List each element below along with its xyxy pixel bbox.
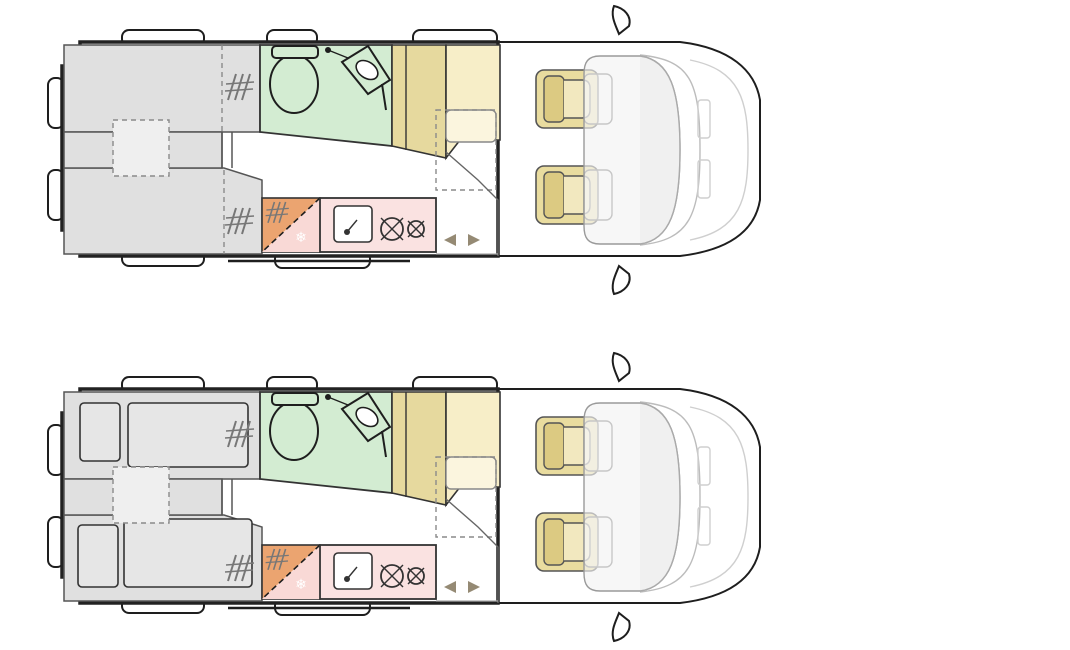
fridge — [262, 198, 320, 252]
burner-icon — [407, 567, 425, 585]
snowflake-icon: ❄ — [295, 230, 307, 246]
dinette-cushion — [445, 456, 497, 490]
bed-left-lower — [63, 167, 263, 255]
triangle-left-right-icon — [468, 234, 480, 246]
triangle-left-right-icon — [444, 581, 456, 593]
pillow-lower — [77, 524, 119, 588]
dash-vent-bottom — [697, 159, 711, 199]
burner-icon — [380, 217, 404, 241]
triangle-left-right-icon — [468, 581, 480, 593]
burner-icon — [380, 564, 404, 588]
burner-cross — [407, 567, 425, 585]
table-extension-dashed — [435, 109, 497, 191]
burner-icon — [407, 220, 425, 238]
windscreen — [639, 402, 681, 592]
bonnet-line — [689, 406, 749, 588]
pillow-upper — [79, 402, 121, 462]
fridge — [262, 545, 320, 599]
dashboard-line — [639, 401, 701, 593]
burner-cross — [407, 220, 425, 238]
table-extension-dashed — [435, 456, 497, 538]
side-mirror-icon — [611, 5, 631, 35]
mattress-upper — [127, 402, 249, 468]
burner-cross — [380, 217, 404, 241]
layout-top: ❄ — [47, 5, 761, 295]
sink-tap — [346, 219, 358, 233]
toilet-icon — [269, 392, 319, 461]
burner-cross — [380, 564, 404, 588]
bonnet-line — [689, 59, 749, 241]
mattress-lower — [123, 518, 253, 588]
fridge-divider — [261, 544, 321, 600]
wardrobe — [391, 391, 447, 506]
dash-vent-top — [697, 446, 711, 486]
bed-ladder-dashed — [112, 119, 170, 177]
door-line — [445, 151, 499, 256]
side-mirror-icon — [611, 612, 631, 642]
side-mirror-icon — [611, 265, 631, 295]
toilet-icon — [269, 45, 319, 114]
dinette-cushion — [445, 109, 497, 143]
dash-vent-bottom — [697, 506, 711, 546]
side-mirror-icon — [611, 352, 631, 382]
sink-tap — [346, 566, 358, 580]
triangle-left-right-icon — [444, 234, 456, 246]
dash-vent-top — [697, 99, 711, 139]
wardrobe — [391, 44, 447, 159]
door-line — [445, 498, 499, 603]
layout-bottom: ❄ — [47, 352, 761, 642]
windscreen — [639, 55, 681, 245]
bed-ladder-dashed — [112, 466, 170, 524]
fridge-divider — [261, 197, 321, 253]
snowflake-icon: ❄ — [295, 577, 307, 593]
dashboard-line — [639, 54, 701, 246]
